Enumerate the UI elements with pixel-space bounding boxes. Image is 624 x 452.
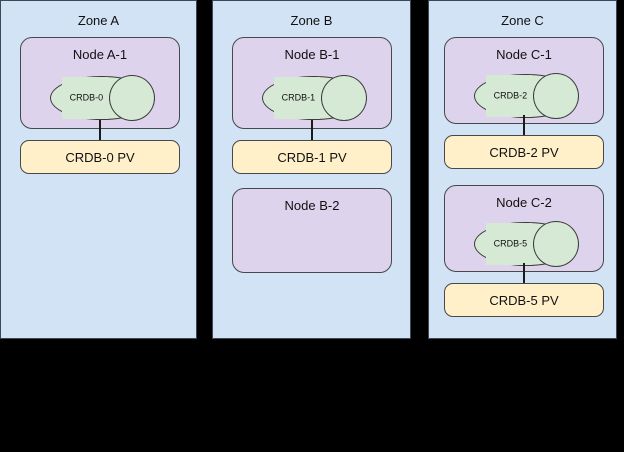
zone-a-title: Zone A: [77, 13, 120, 28]
node-b-1-title: Node B-1: [284, 47, 340, 62]
cylinder-cap: [109, 75, 155, 121]
pv-crdb-1-label: CRDB-1 PV: [277, 149, 347, 165]
connector-node-b-1-to-crdb-1-pv: [311, 120, 313, 141]
database-label: CRDB-5: [493, 238, 528, 249]
database-cylinder-crdb-0: CRDB-0: [50, 75, 155, 121]
connector-node-a-1-to-crdb-0-pv: [99, 120, 101, 141]
connector-node-c-2-to-crdb-5-pv: [523, 263, 525, 284]
cylinder-cap: [321, 75, 367, 121]
pv-crdb-2-label: CRDB-2 PV: [489, 144, 559, 160]
cylinder-mask: [62, 77, 109, 119]
node-a-1: Node A-1 CRDB-0: [20, 37, 180, 129]
node-b-2-title: Node B-2: [284, 198, 340, 213]
cylinder-mask: [274, 77, 321, 119]
zone-c-container: Zone C Node C-1 CRDB-2 CRDB-2 PV Node C-…: [428, 0, 617, 339]
zone-b-title: Zone B: [290, 13, 333, 28]
cylinder-mask: [486, 223, 533, 265]
pv-crdb-5: CRDB-5 PV: [444, 283, 604, 317]
node-c-2: Node C-2 CRDB-5: [444, 185, 604, 272]
node-c-2-title: Node C-2: [496, 195, 552, 210]
database-cylinder-crdb-2: CRDB-2: [474, 73, 579, 119]
node-c-1: Node C-1 CRDB-2: [444, 37, 604, 124]
pv-crdb-1: CRDB-1 PV: [232, 140, 392, 174]
pv-crdb-2: CRDB-2 PV: [444, 135, 604, 169]
cylinder-cap: [533, 73, 579, 119]
zone-a-container: Zone A Node A-1 CRDB-0 CRDB-0 PV: [0, 0, 197, 339]
database-cylinder-crdb-5: CRDB-5: [474, 221, 579, 267]
zone-b-container: Zone B Node B-1 CRDB-1 CRDB-1 PV Node B-…: [212, 0, 411, 339]
node-b-1: Node B-1 CRDB-1: [232, 37, 392, 129]
node-a-1-title: Node A-1: [72, 47, 128, 62]
zone-c-title: Zone C: [501, 13, 544, 28]
cylinder-mask: [486, 75, 533, 117]
pv-crdb-5-label: CRDB-5 PV: [489, 292, 559, 308]
database-label: CRDB-0: [69, 92, 104, 103]
database-label: CRDB-1: [281, 92, 316, 103]
node-b-2: Node B-2: [232, 188, 392, 273]
connector-node-c-1-to-crdb-2-pv: [523, 115, 525, 136]
database-cylinder-crdb-1: CRDB-1: [262, 75, 367, 121]
pv-crdb-0: CRDB-0 PV: [20, 140, 180, 174]
pv-crdb-0-label: CRDB-0 PV: [65, 149, 135, 165]
cylinder-cap: [533, 221, 579, 267]
database-label: CRDB-2: [493, 90, 528, 101]
node-c-1-title: Node C-1: [496, 47, 552, 62]
